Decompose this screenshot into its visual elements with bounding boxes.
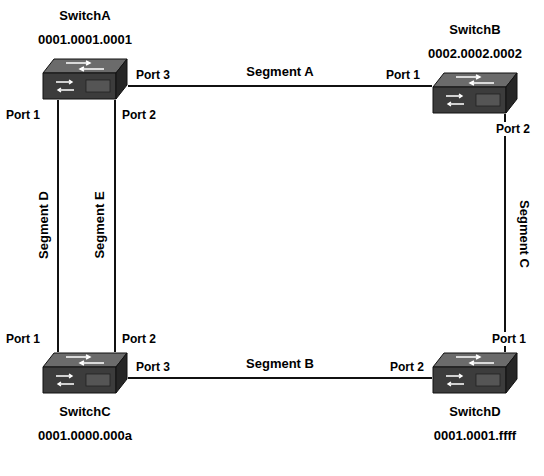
port-label: Port 2 [120,332,158,346]
segment-line [57,100,59,352]
port-label: Port 3 [134,68,172,82]
switch-icon [42,352,128,394]
port-label: Port 2 [120,108,158,122]
port-label: Port 3 [134,360,172,374]
mac-address: 0001.0001.0001 [38,32,132,48]
segment-label: Segment D [37,189,51,261]
port-label: Port 1 [4,108,42,122]
segment-line [128,85,432,87]
segment-label: Segment C [517,198,531,270]
segment-label: Segment A [244,65,315,79]
port-label: Port 2 [388,360,426,374]
port-label: Port 1 [384,68,422,82]
port-label: Port 1 [4,332,42,346]
network-switch: SwitchC0001.0000.000a [42,352,128,394]
segment-label: Segment E [93,189,107,260]
switch-name: SwitchA [59,8,110,24]
segment-line [114,100,116,352]
mac-address: 0001.0001.ffff [434,428,516,444]
switch-name: SwitchD [449,404,500,420]
segment-line [128,377,432,379]
mac-address: 0002.0002.0002 [428,46,522,62]
network-switch: SwitchD0001.0001.ffff [432,352,518,394]
network-switch: SwitchB0002.0002.0002 [432,72,518,114]
switch-icon [432,72,518,114]
mac-address: 0001.0000.000a [38,428,132,444]
switch-icon [42,58,128,100]
switch-name: SwitchC [59,404,110,420]
port-label: Port 2 [494,122,532,136]
network-switch: SwitchA0001.0001.0001 [42,58,128,100]
port-label: Port 1 [490,332,528,346]
switch-name: SwitchB [449,22,500,38]
segment-label: Segment B [244,357,316,371]
segment-line [504,114,506,352]
switch-icon [432,352,518,394]
